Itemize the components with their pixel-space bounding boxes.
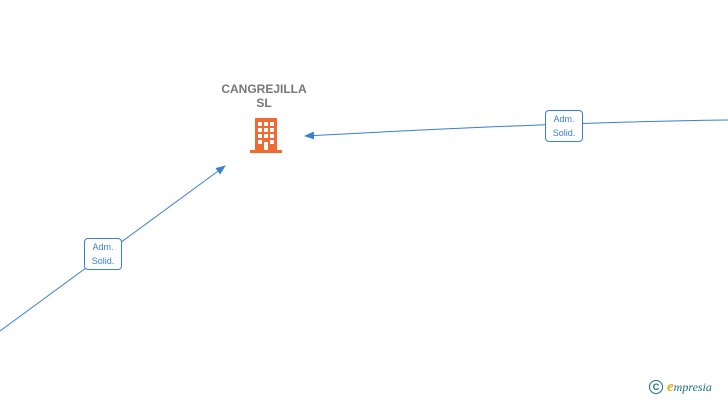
relation-label-right[interactable]: Adm. Solid. [545,110,583,142]
empresia-watermark: C empresia [638,378,728,400]
relation-right-line2: Solid. [552,128,576,138]
brand-initial: e [667,379,674,395]
relation-left-line2: Solid. [91,256,115,266]
relation-left-line1: Adm. [92,242,114,252]
company-name-line1: CANGREJILLA [221,82,307,96]
copyright-icon: C [649,380,663,394]
company-name-line2: SL [256,96,272,110]
brand-rest: mpresia [673,380,712,394]
building-icon[interactable] [249,117,283,153]
company-node-label[interactable]: CANGREJILLA SL [204,82,324,110]
edge-right-to-company [304,119,728,140]
relation-right-line1: Adm. [553,114,575,124]
brand-logo: empresia [667,379,712,396]
relation-label-left[interactable]: Adm. Solid. [84,238,122,270]
